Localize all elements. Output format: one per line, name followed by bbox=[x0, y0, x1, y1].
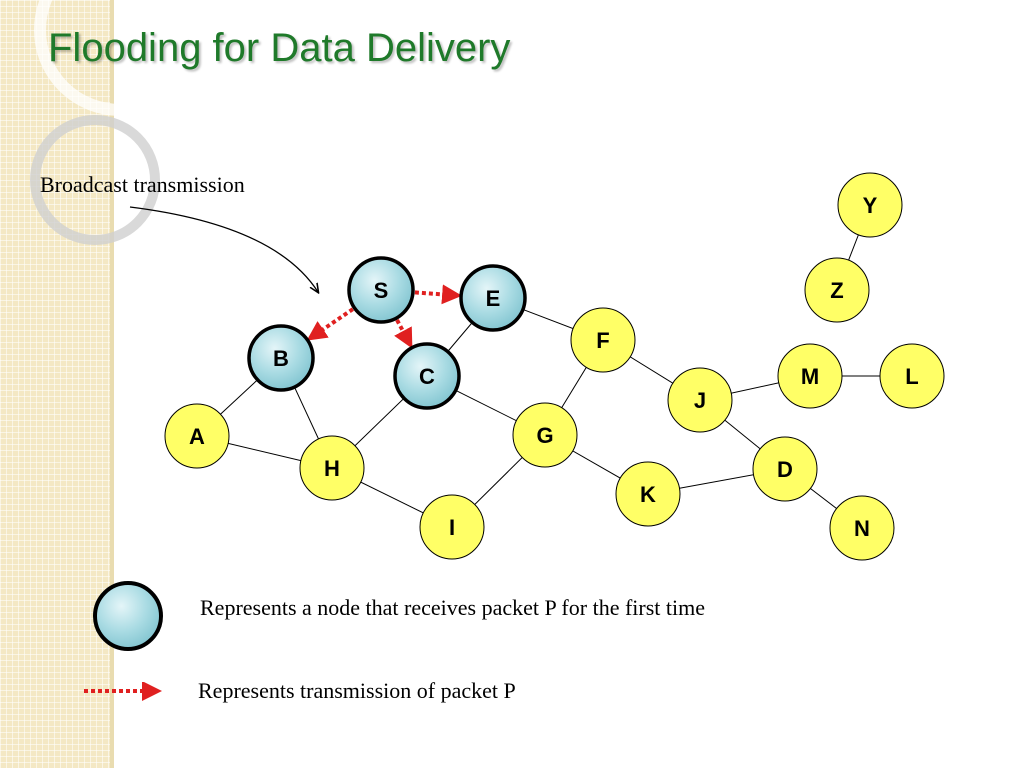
node-e: E bbox=[459, 264, 527, 332]
node-s-circle bbox=[347, 256, 415, 324]
broadcast-pointer-arrow bbox=[129, 206, 318, 292]
node-h-circle bbox=[299, 435, 365, 501]
legend-received-node bbox=[93, 581, 163, 651]
node-n-circle bbox=[829, 495, 895, 561]
node-f-circle bbox=[570, 307, 636, 373]
node-l-circle bbox=[879, 343, 945, 409]
node-b: B bbox=[247, 324, 315, 392]
node-y: Y bbox=[837, 172, 903, 238]
node-b-circle bbox=[247, 324, 315, 392]
slide-title: Flooding for Data Delivery bbox=[48, 26, 511, 70]
node-i-circle bbox=[419, 494, 485, 560]
node-d-label: D bbox=[777, 457, 793, 482]
node-c-circle bbox=[393, 342, 461, 410]
node-k-label: K bbox=[640, 482, 656, 507]
node-f: F bbox=[570, 307, 636, 373]
node-m-circle bbox=[777, 343, 843, 409]
sidebar-edge bbox=[110, 0, 114, 768]
deco-ring-top bbox=[34, 0, 206, 116]
node-j: J bbox=[667, 367, 733, 433]
node-n: N bbox=[829, 495, 895, 561]
nodes-layer: S E B C A H I G F K J M L D N Z Y bbox=[164, 172, 945, 561]
legend-edge-text: Represents transmission of packet P bbox=[198, 678, 516, 703]
node-m-label: M bbox=[801, 364, 819, 389]
node-k-circle bbox=[615, 461, 681, 527]
node-l-label: L bbox=[905, 364, 918, 389]
node-g-label: G bbox=[536, 423, 553, 448]
node-g-circle bbox=[512, 402, 578, 468]
node-m: M bbox=[777, 343, 843, 409]
legend-transmission-arrow bbox=[84, 682, 162, 701]
node-l: L bbox=[879, 343, 945, 409]
node-z: Z bbox=[804, 257, 870, 323]
node-z-circle bbox=[804, 257, 870, 323]
node-i: I bbox=[419, 494, 485, 560]
transmission-s-c bbox=[394, 319, 413, 349]
node-h-label: H bbox=[324, 456, 340, 481]
node-h: H bbox=[299, 435, 365, 501]
node-n-label: N bbox=[854, 516, 870, 541]
node-e-label: E bbox=[486, 286, 501, 311]
node-f-label: F bbox=[596, 328, 609, 353]
node-a-label: A bbox=[189, 424, 205, 449]
node-i-label: I bbox=[449, 515, 455, 540]
node-c: C bbox=[393, 342, 461, 410]
node-y-label: Y bbox=[863, 193, 878, 218]
transmission-s-b bbox=[306, 307, 355, 341]
node-z-label: Z bbox=[830, 278, 843, 303]
node-j-label: J bbox=[694, 388, 706, 413]
node-y-circle bbox=[837, 172, 903, 238]
node-d: D bbox=[752, 436, 818, 502]
node-a-circle bbox=[164, 403, 230, 469]
deco-ring-bottom bbox=[30, 115, 160, 245]
node-c-label: C bbox=[419, 364, 435, 389]
node-g: G bbox=[512, 402, 578, 468]
node-a: A bbox=[164, 403, 230, 469]
transmissions-layer bbox=[306, 284, 463, 349]
transmission-s-e bbox=[414, 284, 463, 305]
node-k: K bbox=[615, 461, 681, 527]
legend-node-text: Represents a node that receives packet P… bbox=[200, 595, 706, 620]
decorative-rings bbox=[30, 0, 206, 245]
node-e-circle bbox=[459, 264, 527, 332]
legend-received-node-circle bbox=[93, 581, 163, 651]
node-d-circle bbox=[752, 436, 818, 502]
node-j-circle bbox=[667, 367, 733, 433]
node-b-label: B bbox=[273, 346, 289, 371]
broadcast-annotation: Broadcast transmission bbox=[40, 172, 245, 197]
node-s-label: S bbox=[374, 278, 389, 303]
node-s: S bbox=[347, 256, 415, 324]
